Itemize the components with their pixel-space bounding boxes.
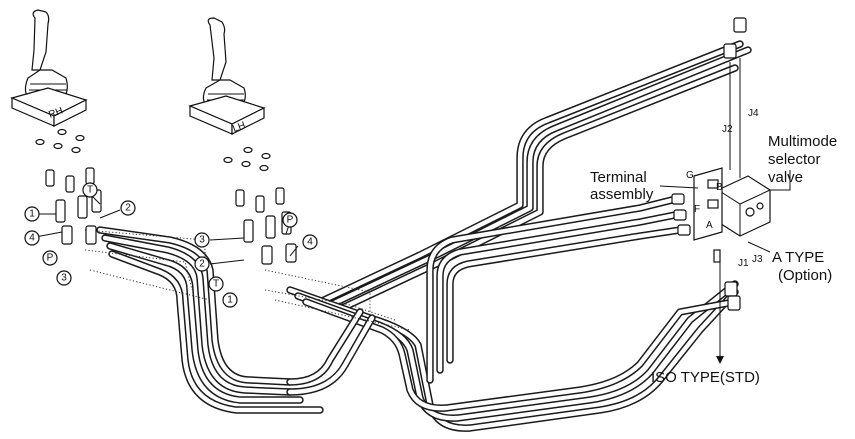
rh-port-4: 4 xyxy=(24,230,40,246)
fitting-icon xyxy=(673,209,687,221)
rh-port-callouts: 1 4 P 3 T 2 xyxy=(24,182,136,286)
svg-text:3: 3 xyxy=(199,235,205,246)
lh-port-p: P xyxy=(282,212,298,228)
a-type-label-line1: A TYPE xyxy=(772,249,824,266)
elbow-fitting-icon xyxy=(727,295,741,311)
iso-type-label: ISO TYPE(STD) xyxy=(651,369,760,386)
oring-icon xyxy=(241,160,251,168)
multimode-label-line3: valve xyxy=(768,169,803,186)
lh-port-3: 3 xyxy=(194,232,210,248)
svg-text:P: P xyxy=(287,215,294,226)
fitting-icon xyxy=(265,215,276,239)
elbow-fitting-icon xyxy=(733,17,747,33)
lh-label: LH xyxy=(231,120,247,135)
svg-text:P: P xyxy=(47,253,54,264)
fitting-icon xyxy=(55,199,66,223)
elbow-fitting-icon xyxy=(724,281,738,297)
oring-icon xyxy=(71,146,81,154)
multimode-label-line2: selector xyxy=(768,151,821,168)
oring-icon xyxy=(259,164,269,172)
svg-text:T: T xyxy=(87,185,93,196)
fitting-icon xyxy=(261,245,273,265)
lh-port-t: T xyxy=(208,276,224,292)
rh-joystick: RH xyxy=(10,9,88,127)
hose-end-fittings xyxy=(671,17,747,311)
svg-text:T: T xyxy=(213,279,219,290)
oring-icon xyxy=(261,152,271,160)
lh-port-4: 4 xyxy=(302,234,318,250)
rh-port-t: T xyxy=(82,182,98,198)
hose-bundle-upper xyxy=(316,40,752,315)
fitting-icon xyxy=(61,225,73,245)
lh-orings xyxy=(223,146,271,172)
lh-joystick: LH xyxy=(188,17,266,135)
rh-port-2: 2 xyxy=(120,200,136,216)
fitting-icon xyxy=(65,175,75,193)
svg-text:3: 3 xyxy=(61,273,67,284)
j1-label: J1 xyxy=(738,258,749,269)
fitting-icon xyxy=(85,225,97,245)
rh-fittings xyxy=(45,167,102,245)
rh-orings xyxy=(35,128,85,154)
svg-text:4: 4 xyxy=(307,237,313,248)
terminal-assembly xyxy=(693,167,723,241)
svg-text:1: 1 xyxy=(227,295,233,306)
svg-text:2: 2 xyxy=(199,259,205,270)
svg-text:2: 2 xyxy=(125,203,131,214)
terminal-assembly-label-line1: Terminal xyxy=(590,169,647,186)
fitting-icon xyxy=(85,167,95,185)
multimode-selector-valve xyxy=(717,175,771,237)
oring-icon xyxy=(75,134,85,142)
fitting-icon xyxy=(77,195,88,219)
svg-text:1: 1 xyxy=(29,209,35,220)
port-f-label: F xyxy=(694,204,700,215)
oring-icon xyxy=(35,138,45,146)
fitting-icon xyxy=(235,189,245,207)
hose-bundle-lower xyxy=(286,196,739,432)
oring-icon xyxy=(223,156,233,164)
port-b-label: B xyxy=(716,182,723,193)
rh-label: RH xyxy=(47,106,64,121)
port-g-label: G xyxy=(686,170,694,181)
j2-label: J2 xyxy=(722,124,733,135)
svg-text:4: 4 xyxy=(29,233,35,244)
oring-icon xyxy=(57,128,67,136)
rh-port-3: 3 xyxy=(56,270,72,286)
hose-bundle-left-joystick xyxy=(96,226,376,414)
oring-icon xyxy=(53,142,63,150)
a-type-label-line2: (Option) xyxy=(778,267,832,284)
j4-label: J4 xyxy=(748,108,759,119)
lh-port-1: 1 xyxy=(222,292,238,308)
fitting-icon xyxy=(285,243,297,263)
rh-port-1: 1 xyxy=(24,206,40,222)
multimode-label-line1: Multimode xyxy=(768,133,837,150)
fitting-icon xyxy=(243,219,254,243)
j3-label: J3 xyxy=(752,254,763,265)
fitting-icon xyxy=(677,224,691,236)
lh-port-callouts: 3 2 T 1 P 4 xyxy=(194,212,318,308)
lh-port-2: 2 xyxy=(194,256,210,272)
fitting-icon xyxy=(275,187,285,205)
port-a-label: A xyxy=(706,220,713,231)
fitting-icon xyxy=(255,195,265,213)
fitting-icon xyxy=(713,249,721,263)
terminal-assembly-label-line2: assembly xyxy=(590,186,654,203)
elbow-fitting-icon xyxy=(723,43,737,59)
rh-port-p: P xyxy=(42,250,58,266)
fitting-icon xyxy=(671,193,685,205)
fitting-icon xyxy=(45,169,55,187)
oring-icon xyxy=(243,146,253,154)
dotted-reference-lines xyxy=(84,229,411,331)
